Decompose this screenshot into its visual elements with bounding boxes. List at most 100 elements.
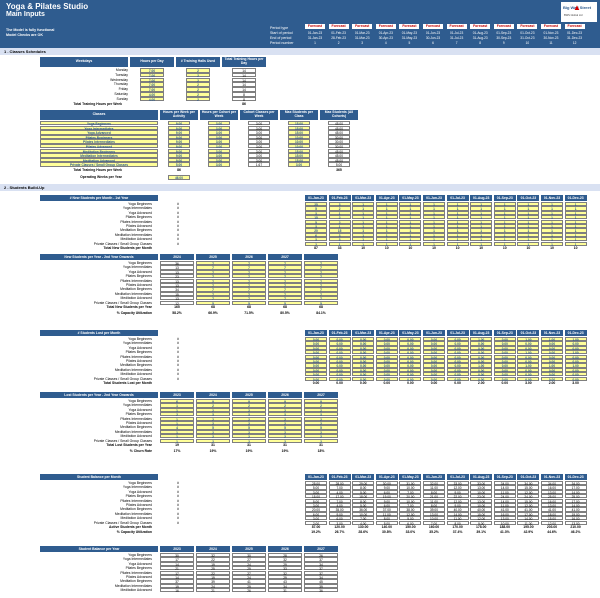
lost-students-input-cell[interactable]: 0.00 (564, 345, 587, 351)
lost-students-year-cell[interactable]: 1 (160, 434, 194, 439)
lost-students-input-cell[interactable]: 0.00 (541, 376, 563, 382)
lost-students-input-cell[interactable]: 0.00 (375, 350, 398, 355)
lost-students-input-cell[interactable]: 0.00 (517, 376, 540, 382)
new-students-year-cell[interactable]: 5 (304, 300, 338, 306)
new-students-input-cell[interactable]: 1 (493, 215, 516, 220)
new-students-year-cell[interactable]: 7 (268, 265, 302, 270)
new-students-input-cell[interactable]: 1 (493, 206, 516, 211)
lost-students-input-cell[interactable]: 0.00 (328, 345, 351, 351)
lost-students-year-cell[interactable]: 2 (232, 429, 266, 435)
new-students-year-cell[interactable]: 7 (304, 287, 338, 292)
new-students-input-cell[interactable]: 1 (352, 219, 375, 225)
max-class-input[interactable]: 10.00 (288, 134, 310, 140)
lost-students-input-cell[interactable]: 0.00 (375, 345, 398, 351)
lost-students-year-cell[interactable]: 1 (160, 407, 194, 413)
new-students-input-cell[interactable]: 1 (352, 237, 375, 242)
new-students-input-cell[interactable]: 15 (305, 215, 327, 220)
lost-students-input-cell[interactable]: 0.00 (305, 363, 327, 368)
new-students-input-cell[interactable]: 1 (493, 210, 516, 216)
new-students-input-cell[interactable]: 1 (399, 210, 422, 216)
new-students-year-cell[interactable]: 7 (232, 265, 266, 270)
lost-students-input-cell[interactable]: 0.00 (446, 376, 469, 382)
lost-students-input-cell[interactable]: 0.00 (493, 337, 516, 342)
new-students-input-cell[interactable]: 25 (305, 202, 327, 207)
lost-students-input-cell[interactable]: 0.00 (493, 341, 516, 346)
new-students-input-cell[interactable]: 1 (564, 232, 587, 238)
lost-students-input-cell[interactable]: 0.00 (328, 376, 351, 382)
lost-students-input-cell[interactable]: 0.00 (423, 367, 445, 373)
lost-students-input-cell[interactable]: 0.00 (352, 350, 375, 355)
new-students-input-cell[interactable]: 3 (328, 237, 351, 242)
lost-students-input-cell[interactable]: 0.00 (517, 354, 540, 360)
new-students-year-cell[interactable]: 7 (268, 274, 302, 279)
lost-students-input-cell[interactable]: 0.00 (328, 372, 351, 377)
lost-students-input-cell[interactable]: 1.00 (564, 363, 587, 368)
lost-students-input-cell[interactable]: 0.00 (328, 341, 351, 346)
new-students-year-cell[interactable]: 7 (268, 269, 302, 275)
new-students-input-cell[interactable]: 1 (375, 228, 398, 233)
lost-students-year-cell[interactable]: 9 (268, 399, 302, 404)
new-students-input-cell[interactable]: 1 (423, 210, 445, 216)
lost-students-input-cell[interactable]: 0.00 (305, 345, 327, 351)
lost-students-input-cell[interactable]: 0.00 (564, 372, 587, 377)
new-students-input-cell[interactable]: 1 (564, 241, 587, 247)
lost-students-year-cell[interactable]: 9 (232, 399, 266, 404)
lost-students-input-cell[interactable]: 0.00 (305, 350, 327, 355)
new-students-input-cell[interactable]: 1 (399, 241, 422, 247)
lost-students-year-cell[interactable]: 1 (160, 416, 194, 422)
new-students-input-cell[interactable]: 1 (399, 219, 422, 225)
lost-students-input-cell[interactable]: 0.00 (446, 367, 469, 373)
lost-students-year-cell[interactable]: 2 (196, 416, 230, 422)
lost-students-input-cell[interactable]: 0.00 (446, 345, 469, 351)
lost-students-year-cell[interactable]: 9 (304, 399, 338, 404)
new-students-input-cell[interactable]: 1 (375, 232, 398, 238)
hours-week-input[interactable]: 9.00 (168, 148, 190, 154)
new-students-year-cell[interactable]: 7 (232, 274, 266, 279)
lost-students-input-cell[interactable]: 0.00 (493, 363, 516, 368)
lost-students-input-cell[interactable]: 1.00 (517, 363, 540, 368)
new-students-year-cell[interactable]: 7 (268, 278, 302, 284)
lost-students-input-cell[interactable]: 0.00 (446, 363, 469, 368)
new-students-input-cell[interactable]: 1 (517, 237, 540, 242)
hours-per-day-input[interactable]: 7.00 (140, 68, 164, 73)
lost-students-input-cell[interactable]: 0.00 (399, 372, 422, 377)
lost-students-input-cell[interactable]: 0.00 (541, 367, 563, 373)
lost-students-input-cell[interactable]: 0.00 (423, 376, 445, 382)
new-students-input-cell[interactable]: 1 (564, 206, 587, 211)
new-students-year-cell[interactable]: 7 (196, 261, 230, 266)
new-students-input-cell[interactable]: 1 (517, 224, 540, 229)
hours-week-input[interactable]: 9.00 (168, 121, 190, 126)
max-class-input[interactable]: 3.00 (288, 162, 310, 167)
new-students-year-cell[interactable]: 7 (232, 291, 266, 297)
new-students-year-cell[interactable]: 7 (196, 265, 230, 270)
hours-cohort-input[interactable]: 3.00 (208, 134, 230, 140)
lost-students-input-cell[interactable]: 0.00 (446, 359, 469, 364)
lost-students-input-cell[interactable]: 0.00 (423, 341, 445, 346)
lost-students-input-cell[interactable]: 0.00 (541, 341, 563, 346)
lost-students-year-cell[interactable]: 2 (304, 421, 338, 426)
new-students-input-cell[interactable]: 1 (423, 206, 445, 211)
lost-students-year-cell[interactable]: 2 (304, 434, 338, 439)
lost-students-year-cell[interactable]: 2 (268, 434, 302, 439)
new-students-input-cell[interactable]: 1 (446, 237, 469, 242)
new-students-input-cell[interactable]: 1 (564, 210, 587, 216)
new-students-input-cell[interactable]: 5 (305, 206, 327, 211)
new-students-input-cell[interactable]: 1 (470, 241, 493, 247)
new-students-input-cell[interactable]: 1 (517, 241, 540, 247)
new-students-input-cell[interactable]: 1 (517, 210, 540, 216)
lost-students-input-cell[interactable]: 0.00 (399, 341, 422, 346)
lost-students-year-cell[interactable]: 3 (304, 412, 338, 417)
new-students-year-cell[interactable]: 7 (232, 296, 266, 301)
hours-cohort-input[interactable]: 3.00 (208, 130, 230, 135)
lost-students-year-cell[interactable]: 2 (232, 403, 266, 408)
lost-students-input-cell[interactable]: 0.00 (375, 341, 398, 346)
new-students-year-cell[interactable]: 7 (304, 261, 338, 266)
new-students-input-cell[interactable]: 1 (352, 241, 375, 247)
hours-week-input[interactable]: 9.00 (168, 130, 190, 135)
lost-students-year-cell[interactable]: 1 (160, 438, 194, 444)
lost-students-input-cell[interactable]: 0.00 (564, 354, 587, 360)
lost-students-input-cell[interactable]: 0.00 (328, 367, 351, 373)
lost-students-input-cell[interactable]: 0.00 (564, 359, 587, 364)
lost-students-input-cell[interactable]: 0.00 (541, 354, 563, 360)
lost-students-input-cell[interactable]: 1.00 (517, 337, 540, 342)
